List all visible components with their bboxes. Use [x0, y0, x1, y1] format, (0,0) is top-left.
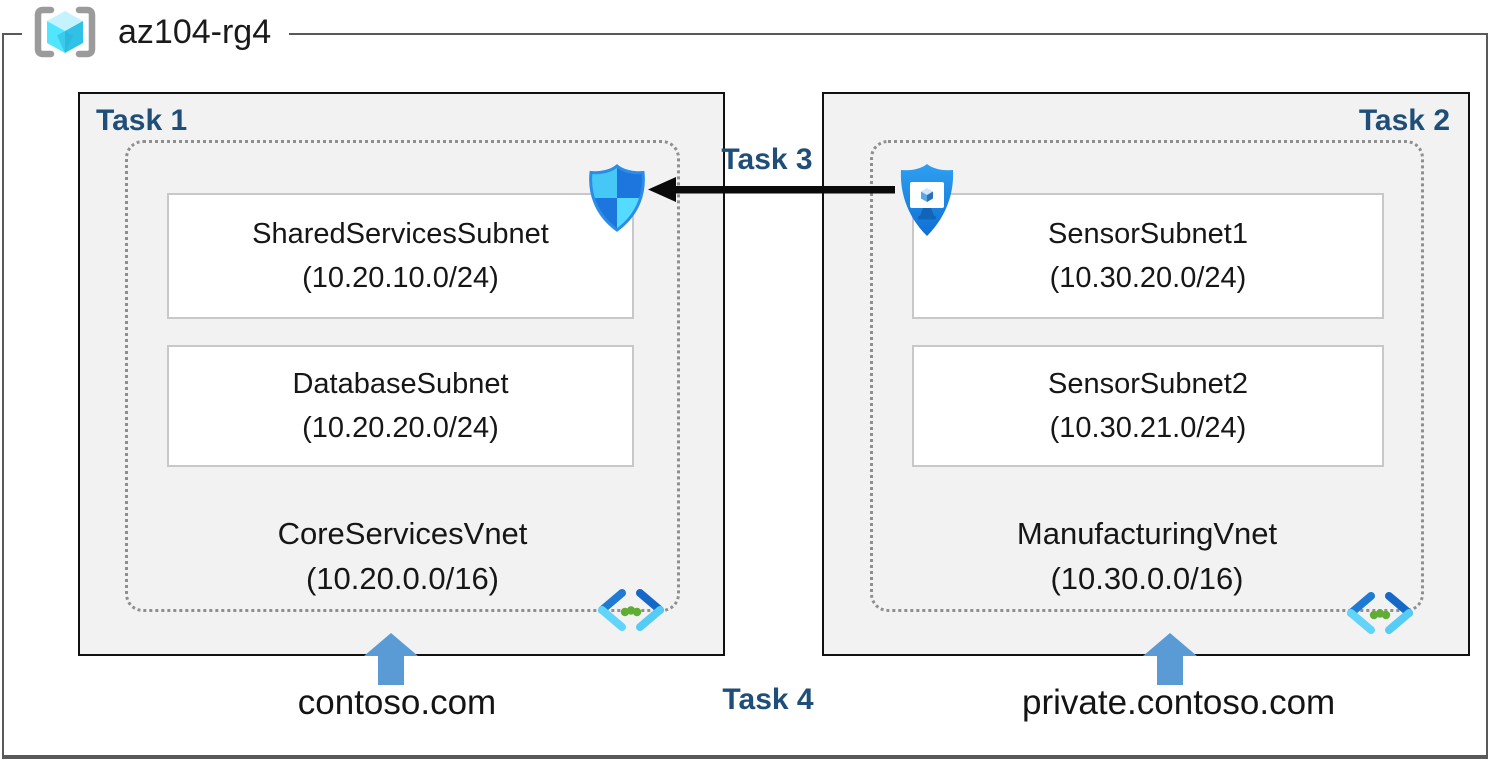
dns-up-arrow-right [1143, 633, 1197, 685]
dns-zone-private-contoso: private.contoso.com [1022, 683, 1336, 722]
network-security-group-icon [589, 164, 645, 232]
vnet-name: CoreServicesVnet [277, 516, 528, 551]
virtual-network-icon [1347, 592, 1413, 634]
protected-vm-icon [900, 164, 954, 236]
subnet-name: DatabaseSubnet [292, 368, 509, 400]
dns-up-arrow-left [364, 633, 418, 685]
task2-box-manufacturingvnet: Task 2 SensorSubnet1 (10.30.20.0/24) Sen… [822, 92, 1470, 656]
peering-left-arrow [648, 177, 895, 202]
subnet-cidr: (10.30.20.0/24) [1049, 262, 1247, 294]
resource-group-frame [2, 33, 1488, 759]
coreservicesvnet-boundary: SharedServicesSubnet (10.20.10.0/24) Dat… [125, 140, 680, 631]
task1-label: Task 1 [96, 104, 188, 137]
subnet-name: SensorSubnet1 [1048, 218, 1248, 250]
subnet-name: SensorSubnet2 [1048, 368, 1248, 400]
resource-group-header: az104-rg4 [22, 2, 290, 62]
task4-label: Task 4 [722, 683, 814, 716]
task1-box-coreservicesvnet: Task 1 SharedServicesSubnet (10.20.10.0/… [78, 92, 725, 656]
vnet-cidr: (10.30.0.0/16) [1050, 561, 1244, 596]
dns-zone-contoso: contoso.com [297, 683, 497, 722]
coreservicesvnet-title: CoreServicesVnet (10.20.0.0/16) [128, 511, 677, 601]
manufacturingvnet-boundary: SensorSubnet1 (10.30.20.0/24) SensorSubn… [870, 140, 1424, 634]
task2-label: Task 2 [1358, 104, 1450, 137]
subnet-cidr: (10.20.20.0/24) [302, 412, 499, 444]
task3-label: Task 3 [721, 143, 813, 176]
subnet-name: SharedServicesSubnet [252, 218, 549, 250]
vnet-cidr: (10.20.0.0/16) [305, 561, 500, 596]
subnet-database: DatabaseSubnet (10.20.20.0/24) [167, 345, 634, 467]
subnet-cidr: (10.30.21.0/24) [1049, 412, 1247, 444]
resource-group-icon [34, 6, 96, 58]
vnet-name: ManufacturingVnet [1016, 516, 1278, 551]
subnet-sharedservices: SharedServicesSubnet (10.20.10.0/24) [167, 193, 634, 319]
subnet-sensor1: SensorSubnet1 (10.30.20.0/24) [912, 193, 1384, 319]
virtual-network-icon [598, 589, 664, 631]
resource-group-name: az104-rg4 [118, 12, 272, 51]
manufacturingvnet-title: ManufacturingVnet (10.30.0.0/16) [873, 511, 1421, 601]
subnet-cidr: (10.20.10.0/24) [302, 262, 499, 294]
subnet-sensor2: SensorSubnet2 (10.30.21.0/24) [912, 345, 1384, 467]
